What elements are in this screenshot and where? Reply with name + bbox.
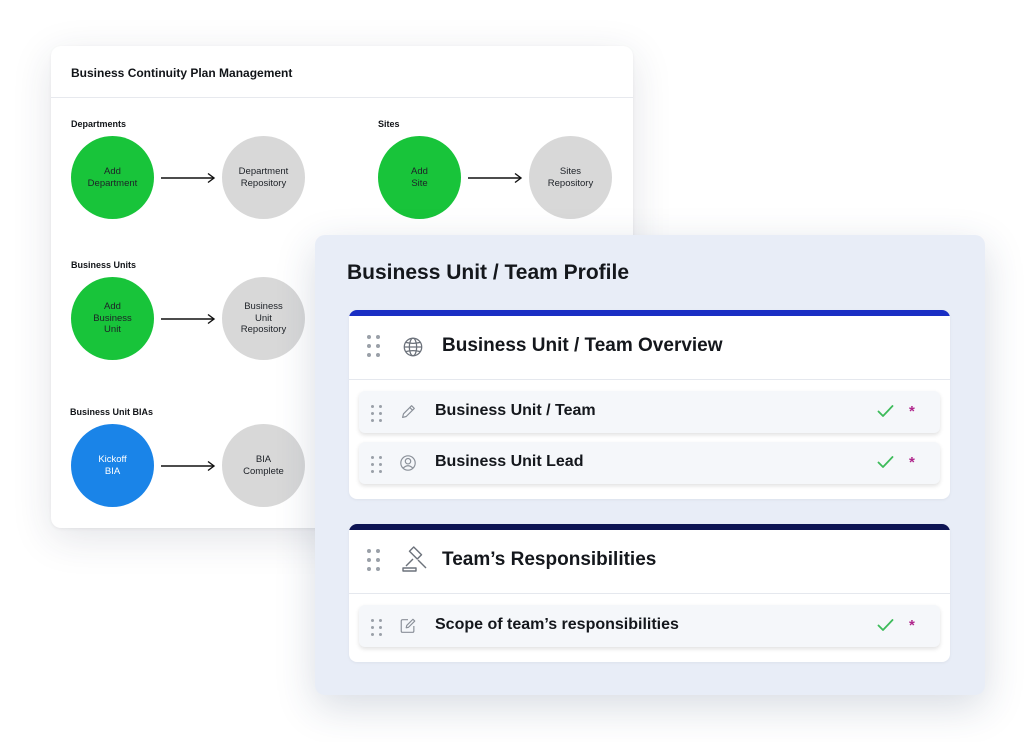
business-units-flow: Business Units Add Business Unit Busines…	[71, 260, 331, 370]
pencil-icon	[402, 405, 415, 418]
edit-square-icon	[400, 618, 416, 633]
field-label: Business Unit Lead	[435, 453, 584, 470]
add-site-button[interactable]: Add Site	[378, 136, 461, 219]
field-scope-of-responsibilities[interactable]: Scope of team’s responsibilities *	[359, 605, 940, 647]
departments-flow: Departments Add Department Department Re…	[71, 119, 331, 229]
bia-complete-button[interactable]: BIA Complete	[222, 424, 305, 507]
section-accent-bar	[349, 310, 950, 316]
business-unit-repository-button[interactable]: Business Unit Repository	[222, 277, 305, 360]
responsibilities-section-header[interactable]: Team’s Responsibilities	[349, 530, 950, 594]
panel-title: Business Unit / Team Profile	[347, 261, 630, 284]
gavel-icon	[402, 546, 427, 572]
arrow-right-icon	[161, 460, 216, 472]
kickoff-bia-button[interactable]: Kickoff BIA	[71, 424, 154, 507]
responsibilities-section-title: Team’s Responsibilities	[442, 549, 657, 570]
business-unit-bias-flow: Business Unit BIAs Kickoff BIA BIA Compl…	[70, 407, 330, 517]
business-unit-bias-label: Business Unit BIAs	[70, 407, 154, 417]
sites-repository-button[interactable]: Sites Repository	[529, 136, 612, 219]
departments-label: Departments	[71, 119, 127, 129]
overview-section-header[interactable]: Business Unit / Team Overview	[349, 316, 950, 380]
required-asterisk: *	[909, 403, 915, 420]
responsibilities-section: Team’s Responsibilities Scope of team’s …	[349, 524, 950, 662]
section-accent-bar	[349, 524, 950, 530]
sites-label: Sites	[378, 119, 400, 129]
user-circle-icon	[400, 455, 416, 471]
divider	[51, 97, 633, 98]
drag-handle-icon[interactable]	[367, 549, 380, 571]
overview-section: Business Unit / Team Overview Business U…	[349, 310, 950, 499]
sites-flow: Sites Add Site Sites Repository	[378, 119, 638, 229]
arrow-right-icon	[468, 172, 523, 184]
department-repository-button[interactable]: Department Repository	[222, 136, 305, 219]
globe-icon	[403, 337, 423, 357]
required-asterisk: *	[909, 454, 915, 471]
check-icon	[877, 456, 894, 468]
drag-handle-icon[interactable]	[367, 335, 380, 357]
field-label: Scope of team’s responsibilities	[435, 616, 679, 633]
drag-handle-icon[interactable]	[371, 619, 383, 636]
arrow-right-icon	[161, 172, 216, 184]
overview-section-title: Business Unit / Team Overview	[442, 335, 723, 356]
add-department-button[interactable]: Add Department	[71, 136, 154, 219]
drag-handle-icon[interactable]	[371, 405, 383, 422]
business-units-label: Business Units	[71, 260, 137, 270]
team-profile-panel: Business Unit / Team Profile Business Un…	[315, 235, 985, 695]
bcp-title: Business Continuity Plan Management	[71, 66, 293, 80]
check-icon	[877, 619, 894, 631]
check-icon	[877, 405, 894, 417]
field-business-unit-lead[interactable]: Business Unit Lead *	[359, 442, 940, 484]
field-business-unit-team[interactable]: Business Unit / Team *	[359, 391, 940, 433]
add-business-unit-button[interactable]: Add Business Unit	[71, 277, 154, 360]
required-asterisk: *	[909, 617, 915, 634]
drag-handle-icon[interactable]	[371, 456, 383, 473]
field-label: Business Unit / Team	[435, 402, 596, 419]
arrow-right-icon	[161, 313, 216, 325]
